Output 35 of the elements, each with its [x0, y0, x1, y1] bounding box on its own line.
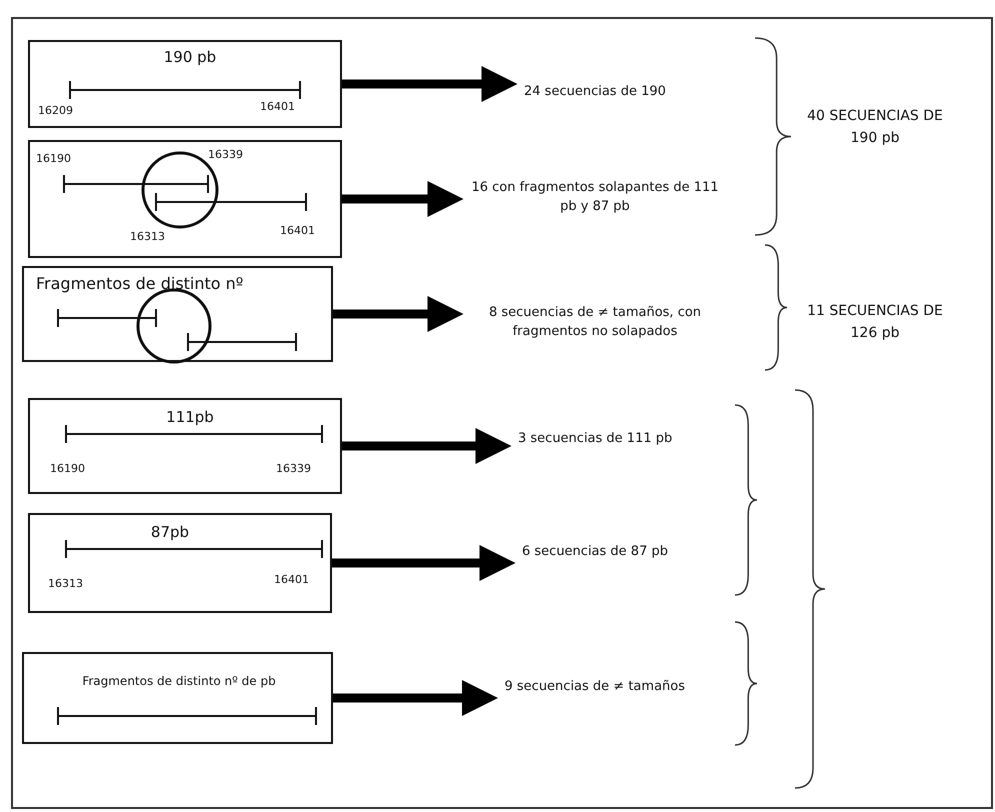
position-number: 16313: [48, 577, 83, 590]
fragment-box: [28, 40, 342, 128]
fragment-label: 111pb: [165, 408, 215, 426]
position-number: 16313: [130, 230, 165, 243]
position-number: 16401: [260, 100, 295, 113]
group-total-label: 11 SECUENCIAS DE 126 pb: [800, 300, 950, 344]
block-arrow: [342, 428, 512, 464]
fragment-box: [22, 652, 333, 744]
fragment-label: 190 pb: [162, 48, 218, 66]
position-number: 16401: [280, 224, 315, 237]
fragment-label: 87pb: [150, 523, 190, 541]
position-number: 16339: [208, 148, 243, 161]
fragment-label: Fragmentos de distinto nº de pb: [81, 674, 277, 688]
block-arrow: [332, 545, 516, 581]
result-text: 8 secuencias de ≠ tamaños, con fragmentos no solapados: [470, 303, 720, 341]
block-arrow: [333, 296, 464, 332]
result-text: 9 secuencias de ≠ tamaños: [504, 676, 685, 696]
position-number: 16401: [274, 573, 309, 586]
fragment-box: [28, 513, 332, 613]
result-text: 3 secuencias de 111 pb: [518, 428, 672, 448]
fragment-box: [28, 140, 342, 258]
fragment-box: [28, 398, 342, 494]
block-arrow: [342, 181, 464, 217]
position-number: 16339: [276, 462, 311, 475]
result-text: 6 secuencias de 87 pb: [522, 542, 668, 560]
result-text: 16 con fragmentos solapantes de 111 pb y 87 pb: [470, 178, 720, 216]
result-text: 24 secuencias de 190: [524, 82, 666, 100]
position-number: 16190: [36, 152, 71, 165]
position-number: 16190: [50, 462, 85, 475]
block-arrow: [333, 680, 498, 716]
block-arrow: [342, 66, 518, 102]
fragment-box: [22, 266, 333, 362]
position-number: 16209: [38, 104, 73, 117]
group-total-label: 40 SECUENCIAS DE 190 pb: [800, 105, 950, 149]
fragment-label: Fragmentos de distinto nº: [36, 274, 244, 293]
